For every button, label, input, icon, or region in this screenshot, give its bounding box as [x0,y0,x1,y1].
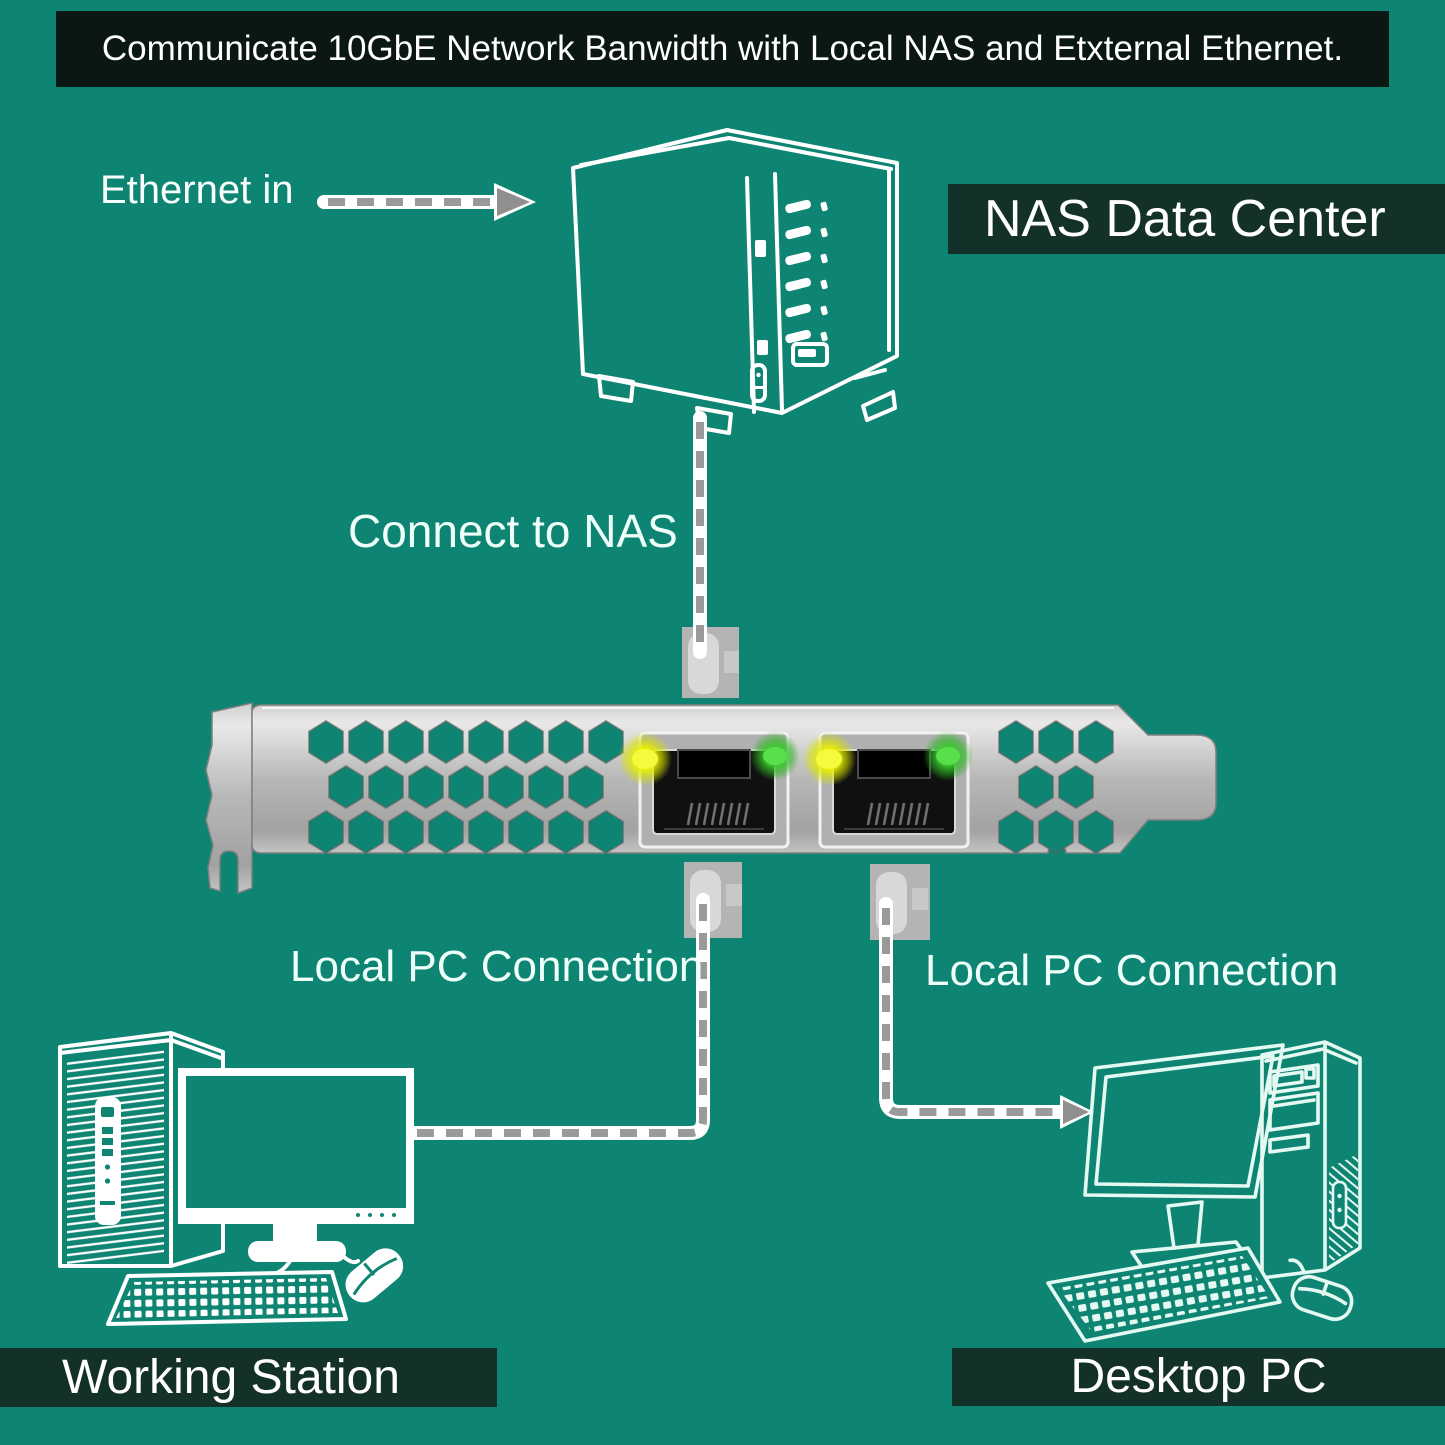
ethernet-in-arrow-icon [317,183,536,221]
desktop-mouse-icon [1288,1258,1354,1322]
port1-led-yellow-icon [618,732,672,786]
nas-data-center-label: NAS Data Center [948,184,1445,254]
banner: Communicate 10GbE Network Banwidth with … [56,11,1389,87]
local-pc-connection-label-left: Local PC Connection [290,942,704,991]
cable-nas [682,411,739,698]
desktop-pc-icon [1046,1040,1362,1343]
nas-usb-port-icon [791,342,829,367]
ethernet-in-label: Ethernet in [100,168,294,212]
dashed-cable-icon [879,897,1094,1129]
port1-led-green-icon [750,731,800,781]
desktop-keyboard-icon [1046,1246,1282,1343]
network-card-icon [205,702,1217,895]
local-pc-connection-label-right: Local PC Connection [925,946,1339,995]
nas-icon [571,128,899,435]
desktop-tower-icon [1260,1040,1362,1280]
workstation-icon [58,1031,414,1326]
workstation-keyboard-icon [106,1270,348,1326]
workstation-mouse-icon [345,1248,404,1303]
cable-right-pc [870,864,1094,1129]
workstation-tower-icon [58,1031,225,1269]
port2-led-green-icon [923,731,973,781]
bracket-mount-flange-icon [205,702,253,895]
nas-power-button-icon [750,363,767,403]
nas-status-leds-icon [785,199,828,344]
banner-text: Communicate 10GbE Network Banwidth with … [101,29,1344,68]
workstation-monitor-icon [178,1068,414,1262]
port2-led-yellow-icon [802,732,856,786]
working-station-label: Working Station [0,1348,497,1407]
dashed-cable-icon [376,893,710,1150]
desktop-monitor-icon [1083,1043,1285,1269]
connect-to-nas-label: Connect to NAS [348,505,678,557]
desktop-pc-label: Desktop PC [952,1348,1445,1406]
cable-left-pc [376,862,742,1150]
